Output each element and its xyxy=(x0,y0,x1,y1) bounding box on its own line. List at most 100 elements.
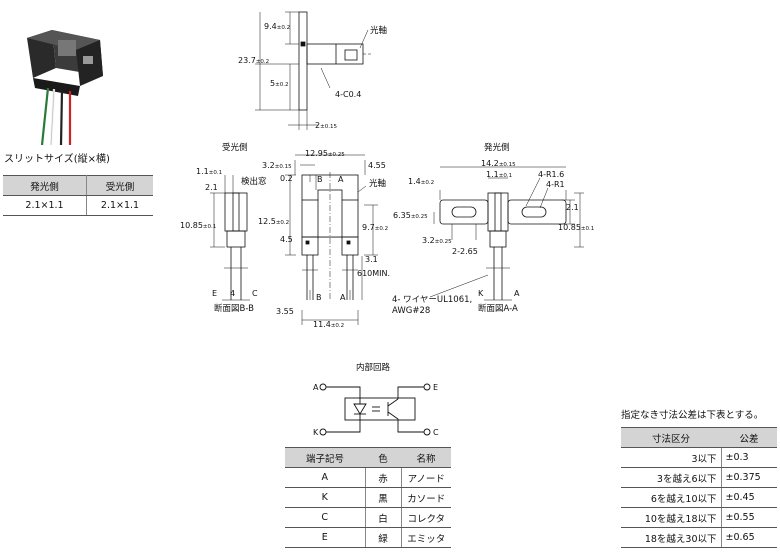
dim-610min: 610MIN. xyxy=(357,269,390,278)
tolerance-range: 3以下 xyxy=(621,447,722,468)
dim-2-2-65: 2-2.65 xyxy=(452,247,478,256)
front-view xyxy=(285,154,378,325)
table-row: C 白 コレクタ xyxy=(285,507,451,528)
section-aa-view xyxy=(429,166,584,301)
circuit-terminal-c: C xyxy=(433,428,439,437)
tolerance-header-range: 寸法区分 xyxy=(621,427,721,448)
tolerance-value: ±0.375 xyxy=(721,467,777,488)
terminal-color: 緑 xyxy=(365,527,402,548)
side-view xyxy=(255,11,372,130)
terminal-name: コレクタ xyxy=(401,507,451,528)
dim-3-2-aa: 3.2±0.25 xyxy=(422,236,452,245)
wire-note-line1: 4- ワイヤーUL1061, xyxy=(392,295,472,305)
pin-k-label: K xyxy=(478,289,484,298)
table-row: A 赤 アノード xyxy=(285,467,451,488)
terminal-name: エミッタ xyxy=(401,527,451,548)
table-row: K 黒 カソード xyxy=(285,487,451,508)
dim-10-85-aa: 10.85±0.1 xyxy=(558,223,594,232)
dim-2-1-aa: 2.1 xyxy=(566,203,579,212)
section-mark-a-bottom: A xyxy=(340,293,346,302)
section-aa-label: 断面図A-A xyxy=(478,303,518,314)
dim-3-55: 3.55 xyxy=(276,307,294,316)
tolerance-table: 寸法区分 公差 3以下 ±0.3 3を越え6以下 ±0.375 6を越え10以下… xyxy=(621,427,777,548)
product-photo xyxy=(27,30,103,146)
dim-11-4: 11.4±0.2 xyxy=(313,320,344,329)
circuit-title: 内部回路 xyxy=(356,362,391,373)
terminal-color: 黒 xyxy=(365,487,402,508)
terminal-symbol: C xyxy=(285,507,366,528)
terminal-header-symbol: 端子記号 xyxy=(285,447,365,468)
terminal-name: カソード xyxy=(401,487,451,508)
dim-4-r1: 4-R1 xyxy=(546,180,565,189)
section-mark-b-bottom: B xyxy=(316,293,322,302)
terminal-header-row: 端子記号 色 名称 xyxy=(285,447,451,468)
tolerance-note: 指定なき寸法公差は下表とする。 xyxy=(621,410,764,421)
terminal-symbol: A xyxy=(285,467,366,488)
slit-size-table: 発光側 受光側 2.1×1.1 2.1×1.1 xyxy=(3,175,153,216)
circuit-terminal-e: E xyxy=(433,383,438,392)
terminal-table: 端子記号 色 名称 A 赤 アノード K 黒 カソード C 白 コレクタ E 緑… xyxy=(285,447,451,548)
dim-5: 5±0.2 xyxy=(270,79,288,88)
receiver-label: 受光側 xyxy=(222,142,248,153)
section-bb-view xyxy=(210,175,250,301)
tolerance-range: 10を越え18以下 xyxy=(621,507,722,528)
tolerance-range: 3を越え6以下 xyxy=(621,467,722,488)
dim-1-4: 1.4±0.2 xyxy=(408,177,434,186)
dim-10-85-bb: 10.85±0.1 xyxy=(180,221,216,230)
tolerance-value: ±0.45 xyxy=(721,487,777,508)
table-row: 3を越え6以下 ±0.375 xyxy=(621,467,777,488)
terminal-header-color: 色 xyxy=(365,447,401,468)
tolerance-value: ±0.3 xyxy=(721,447,777,468)
dim-4-r1-6: 4-R1.6 xyxy=(538,170,564,179)
tolerance-header-value: 公差 xyxy=(721,427,777,448)
optical-axis-label-top: 光軸 xyxy=(370,25,387,36)
slit-header-row: 発光側 受光側 xyxy=(3,175,153,196)
tolerance-value: ±0.55 xyxy=(721,507,777,528)
table-row: E 緑 エミッタ xyxy=(285,527,451,548)
tolerance-range: 6を越え10以下 xyxy=(621,487,722,508)
section-mark-a-top: A xyxy=(338,175,344,184)
dim-23-7: 23.7±0.2 xyxy=(238,56,269,65)
section-mark-b-top: B xyxy=(317,175,323,184)
dim-4-55: 4.55 xyxy=(368,161,386,170)
dim-4-5: 4.5 xyxy=(280,235,293,244)
tolerance-value: ±0.65 xyxy=(721,527,777,548)
pin-e-label: E xyxy=(212,289,217,298)
slit-value-row: 2.1×1.1 2.1×1.1 xyxy=(3,195,153,216)
terminal-color: 赤 xyxy=(365,467,402,488)
optical-axis-label-front: 光軸 xyxy=(369,178,386,189)
terminal-symbol: K xyxy=(285,487,366,508)
tolerance-header-row: 寸法区分 公差 xyxy=(621,427,777,448)
terminal-symbol: E xyxy=(285,527,366,548)
section-bb-label: 断面図B-B xyxy=(214,303,254,314)
table-row: 10を越え18以下 ±0.55 xyxy=(621,507,777,528)
terminal-name: アノード xyxy=(401,467,451,488)
table-row: 6を越え10以下 ±0.45 xyxy=(621,487,777,508)
dim-1-1-bb: 1.1±0.1 xyxy=(196,167,222,176)
slit-header-emitter: 発光側 xyxy=(3,175,87,196)
dim-3-2: 3.2±0.15 xyxy=(262,161,292,170)
dim-9-7: 9.7±0.2 xyxy=(362,223,388,232)
dim-chamfer: 4-C0.4 xyxy=(335,90,361,99)
dim-1-1-aa: 1.1±0.1 xyxy=(486,170,512,179)
slit-header-receiver: 受光側 xyxy=(86,175,153,196)
slit-value-receiver: 2.1×1.1 xyxy=(86,195,153,216)
dim-4-bb: 4 xyxy=(230,289,235,298)
dim-9-4: 9.4±0.2 xyxy=(264,22,290,31)
detection-window-label: 検出窓 xyxy=(241,176,267,187)
table-row: 3以下 ±0.3 xyxy=(621,447,777,468)
slit-value-emitter: 2.1×1.1 xyxy=(3,195,87,216)
dim-3-1: 3.1 xyxy=(365,255,378,264)
terminal-color: 白 xyxy=(365,507,402,528)
dim-2-1-bb: 2.1 xyxy=(205,183,218,192)
wire-note-line2: AWG#28 xyxy=(392,306,430,316)
tolerance-range: 18を越え30以下 xyxy=(621,527,722,548)
dim-0-2: 0.2 xyxy=(280,174,293,183)
pin-c-label: C xyxy=(252,289,258,298)
emitter-label: 発光側 xyxy=(484,142,510,153)
dim-14-2: 14.2±0.15 xyxy=(481,159,516,168)
dim-6-35: 6.35±0.25 xyxy=(393,211,428,220)
slit-size-title: スリットサイズ(縦×横) xyxy=(4,154,110,165)
table-row: 18を越え30以下 ±0.65 xyxy=(621,527,777,548)
